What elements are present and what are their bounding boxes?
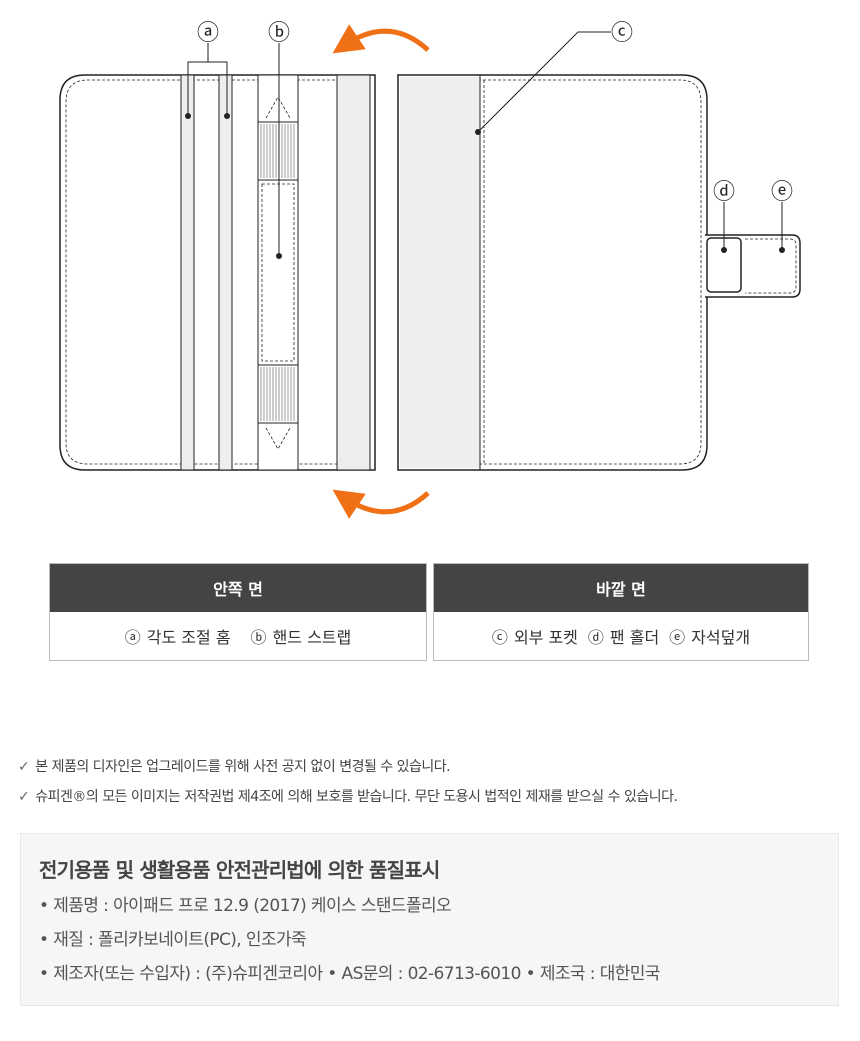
item-pen-holder: 팬 홀더 (609, 628, 660, 647)
inner-side-items: ⓐ 각도 조절 홈 ⓑ 핸드 스트랩 (50, 612, 426, 660)
quality-title: 전기용품 및 생활용품 안전관리법에 의한 품질표시 (39, 858, 440, 882)
label-d: ⓓ (713, 180, 735, 205)
inner-side-table: 안쪽 면 ⓐ 각도 조절 홈 ⓑ 핸드 스트랩 (49, 563, 427, 661)
rotate-arrow-bottom (332, 489, 430, 519)
mark-a: ⓐ (124, 628, 141, 647)
item-outer-pocket: 외부 포켓 (513, 628, 578, 647)
check-icon: ✓ (18, 759, 30, 775)
item-magnetic-cover: 자석덮개 (691, 628, 751, 647)
item-hand-strap: 핸드 스트랩 (272, 628, 352, 647)
notice-item: ✓ 본 제품의 디자인은 업그레이드를 위해 사전 공지 없이 변경될 수 있습니… (18, 752, 677, 782)
rotate-arrow-top (332, 24, 430, 54)
case-diagram: ⓐ ⓑ ⓒ ⓓ ⓔ (59, 21, 801, 519)
notice-item: ✓ 슈피겐®의 모든 이미지는 저작권법 제4조에 의해 보호를 받습니다. 무단… (18, 782, 678, 812)
notice-text: 본 제품의 디자인은 업그레이드를 위해 사전 공지 없이 변경될 수 있습니다… (35, 759, 451, 775)
item-angle-groove: 각도 조절 홈 (146, 628, 231, 647)
manufacturer-line: • 제조자(또는 수입자) : (주)슈피겐코리아 • AS문의 : 02-67… (39, 964, 660, 984)
inner-panel (59, 74, 376, 471)
label-b: ⓑ (268, 21, 290, 46)
quality-label-box: 전기용품 및 생활용품 안전관리법에 의한 품질표시 • 제품명 : 아이패드 … (20, 833, 839, 1006)
mark-d: ⓓ (587, 628, 604, 647)
product-name-line: • 제품명 : 아이패드 프로 12.9 (2017) 케이스 스탠드폴리오 (39, 896, 452, 916)
mark-e: ⓔ (669, 628, 686, 647)
material-line: • 재질 : 폴리카보네이트(PC), 인조가죽 (39, 930, 307, 950)
outer-panel (397, 74, 801, 471)
outer-side-items: ⓒ 외부 포켓 ⓓ 팬 홀더 ⓔ 자석덮개 (434, 612, 808, 660)
check-icon: ✓ (18, 789, 30, 805)
label-e: ⓔ (771, 180, 793, 205)
mark-b: ⓑ (250, 628, 267, 647)
label-c: ⓒ (611, 21, 633, 46)
mark-c: ⓒ (491, 628, 508, 647)
label-a: ⓐ (197, 21, 219, 46)
notice-list: ✓ 본 제품의 디자인은 업그레이드를 위해 사전 공지 없이 변경될 수 있습니… (18, 752, 678, 812)
inner-side-title: 안쪽 면 (50, 564, 426, 612)
outer-side-table: 바깥 면 ⓒ 외부 포켓 ⓓ 팬 홀더 ⓔ 자석덮개 (433, 563, 809, 661)
outer-side-title: 바깥 면 (434, 564, 808, 612)
notice-text: 슈피겐®의 모든 이미지는 저작권법 제4조에 의해 보호를 받습니다. 무단 … (35, 789, 678, 805)
